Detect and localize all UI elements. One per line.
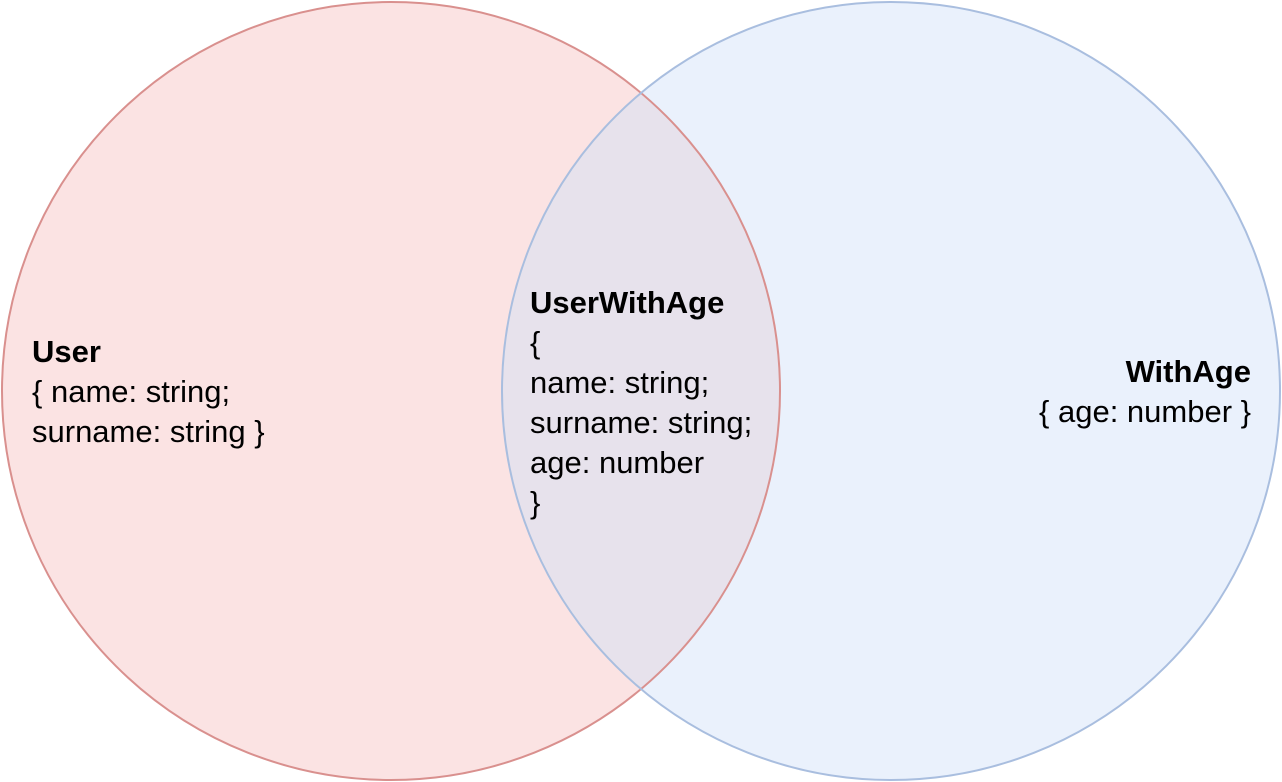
user-set-outline xyxy=(1,1,781,781)
withage-type-label: WithAge { age: number } xyxy=(1039,352,1251,432)
userwithage-type-line: name: string; xyxy=(530,365,710,400)
intersection-region xyxy=(502,2,780,780)
withage-set-outline xyxy=(501,1,1281,781)
user-type-title: User xyxy=(32,334,101,369)
userwithage-type-line: surname: string; xyxy=(530,405,753,440)
userwithage-type-line: } xyxy=(530,485,541,520)
withage-type-line: { age: number } xyxy=(1039,394,1251,429)
user-type-line: { name: string; xyxy=(32,374,231,409)
user-type-line: surname: string } xyxy=(32,414,265,449)
userwithage-type-label: UserWithAge { name: string; surname: str… xyxy=(530,283,752,523)
user-type-label: User { name: string; surname: string } xyxy=(32,332,265,452)
withage-type-title: WithAge xyxy=(1125,354,1251,389)
userwithage-type-line: { xyxy=(530,325,541,360)
userwithage-type-title: UserWithAge xyxy=(530,285,725,320)
userwithage-type-line: age: number xyxy=(530,445,705,480)
